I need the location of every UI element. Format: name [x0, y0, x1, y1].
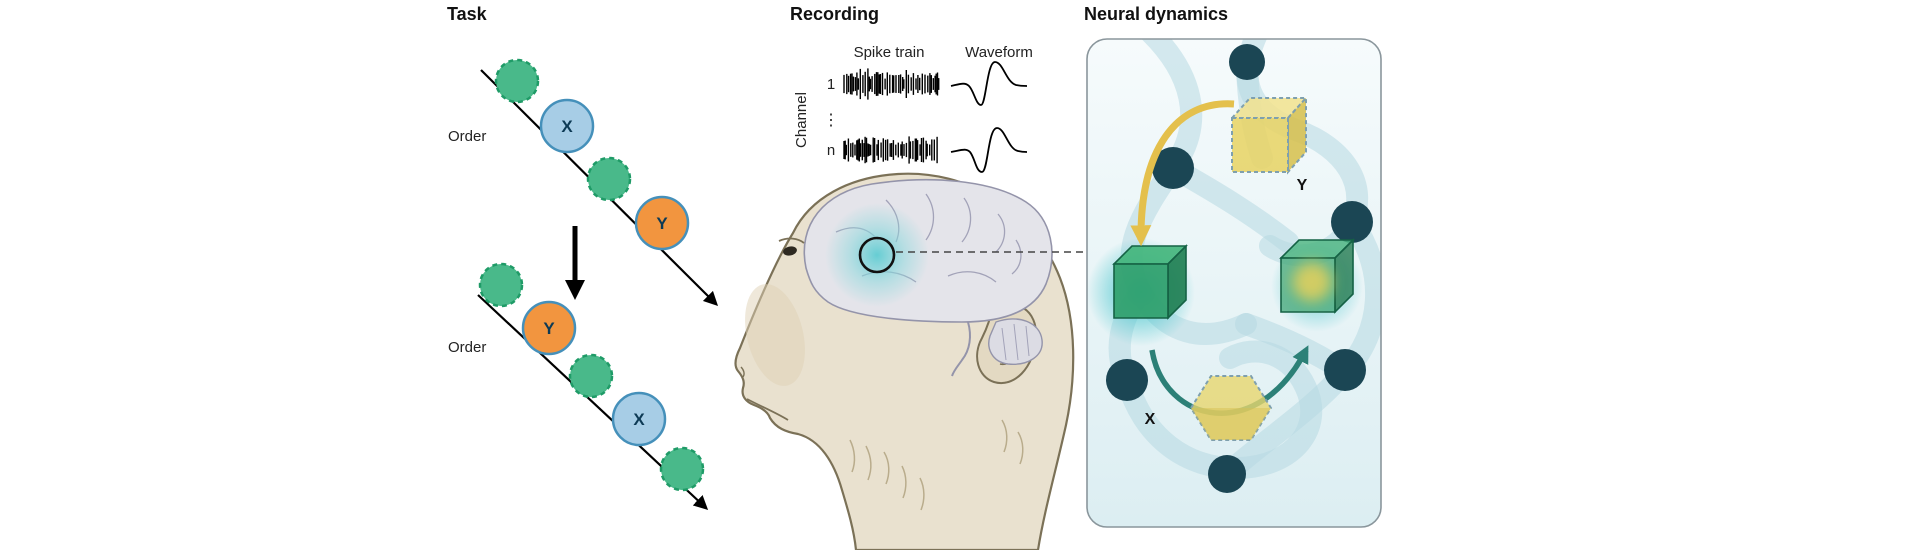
item-circle-green: [568, 353, 614, 399]
item-circle-green: [494, 58, 540, 104]
monkey-brow: [778, 237, 805, 244]
task-sequence-2: Order Y X: [448, 262, 709, 510]
spike-train-label: Spike train: [854, 44, 925, 61]
network-node: [1331, 201, 1373, 243]
cube-side-face: [1287, 95, 1307, 175]
recording-site-circle: [858, 236, 896, 274]
neural-panel-border: [1086, 38, 1382, 528]
brainstem: [951, 321, 971, 377]
waveform-label: Waveform: [965, 44, 1033, 61]
neural-label-x: X: [1145, 411, 1156, 428]
neural-dynamics-panel: Neural dynamics: [1084, 4, 1382, 528]
item-circle-y: [521, 300, 577, 356]
order-label-2: Order: [448, 339, 486, 356]
network-nodes: [1106, 44, 1373, 493]
neural-label-y: Y: [1297, 177, 1308, 194]
cerebellum-folds: [1001, 323, 1030, 361]
fur-strokes: [849, 419, 1024, 511]
network-node: [1106, 359, 1148, 401]
monkey-mouth: [746, 398, 789, 421]
task-title: Task: [447, 4, 488, 24]
cube-front-face: [1113, 263, 1169, 319]
waveform-channel-1: [950, 61, 1028, 106]
item-x-label: X: [633, 410, 645, 429]
state-hexagon-x: [1189, 375, 1273, 441]
task-panel: Task Order X Y Order Y X: [447, 4, 719, 510]
network-node: [1152, 147, 1194, 189]
hexagon-lower-shade: [1191, 408, 1271, 440]
cube-front-face: [1231, 117, 1289, 173]
channel-axis-label: Channel: [793, 92, 810, 148]
state-cube-green-left: [1087, 238, 1195, 346]
brain: [803, 178, 1053, 377]
task-sequence-1: Order X Y: [448, 58, 719, 307]
spike-train-channel-1: [843, 68, 940, 100]
network-node: [1208, 455, 1246, 493]
yellow-state-blob: [1292, 262, 1332, 302]
item-circle-x: [539, 98, 595, 154]
recording-title: Recording: [790, 4, 879, 24]
neural-dynamics-title: Neural dynamics: [1084, 4, 1228, 24]
state-cube-green-middle: [1271, 238, 1363, 332]
channel-ellipsis: ⋮: [823, 112, 839, 129]
yellow-trajectory-arrow: [1130, 100, 1235, 247]
spike-train-channel-n: [843, 136, 938, 164]
recording-site-glow: [825, 203, 929, 307]
item-circle-x: [611, 391, 667, 447]
monkey-head-illustration: [734, 172, 1085, 550]
monkey-nostril: [740, 366, 745, 378]
item-circle-green: [478, 262, 524, 308]
network-node: [1324, 349, 1366, 391]
item-y-label: Y: [656, 214, 668, 233]
recording-panel: Recording Spike train Waveform Channel 1…: [734, 4, 1085, 550]
item-circle-green: [586, 156, 632, 202]
item-circle-y: [634, 195, 690, 251]
order-label-1: Order: [448, 128, 486, 145]
channel-n-label: n: [827, 142, 835, 159]
neural-panel-content: Y X: [1087, 39, 1381, 493]
item-circle-green: [659, 446, 705, 492]
channel-1-label: 1: [827, 76, 835, 93]
network-node: [1229, 44, 1265, 80]
item-y-label: Y: [543, 319, 555, 338]
item-x-label: X: [561, 117, 573, 136]
monkey-eye: [783, 246, 797, 256]
muzzle-shading: [745, 284, 805, 386]
state-cube-yellow-top: [1229, 95, 1309, 175]
waveform-channel-n: [950, 127, 1028, 173]
